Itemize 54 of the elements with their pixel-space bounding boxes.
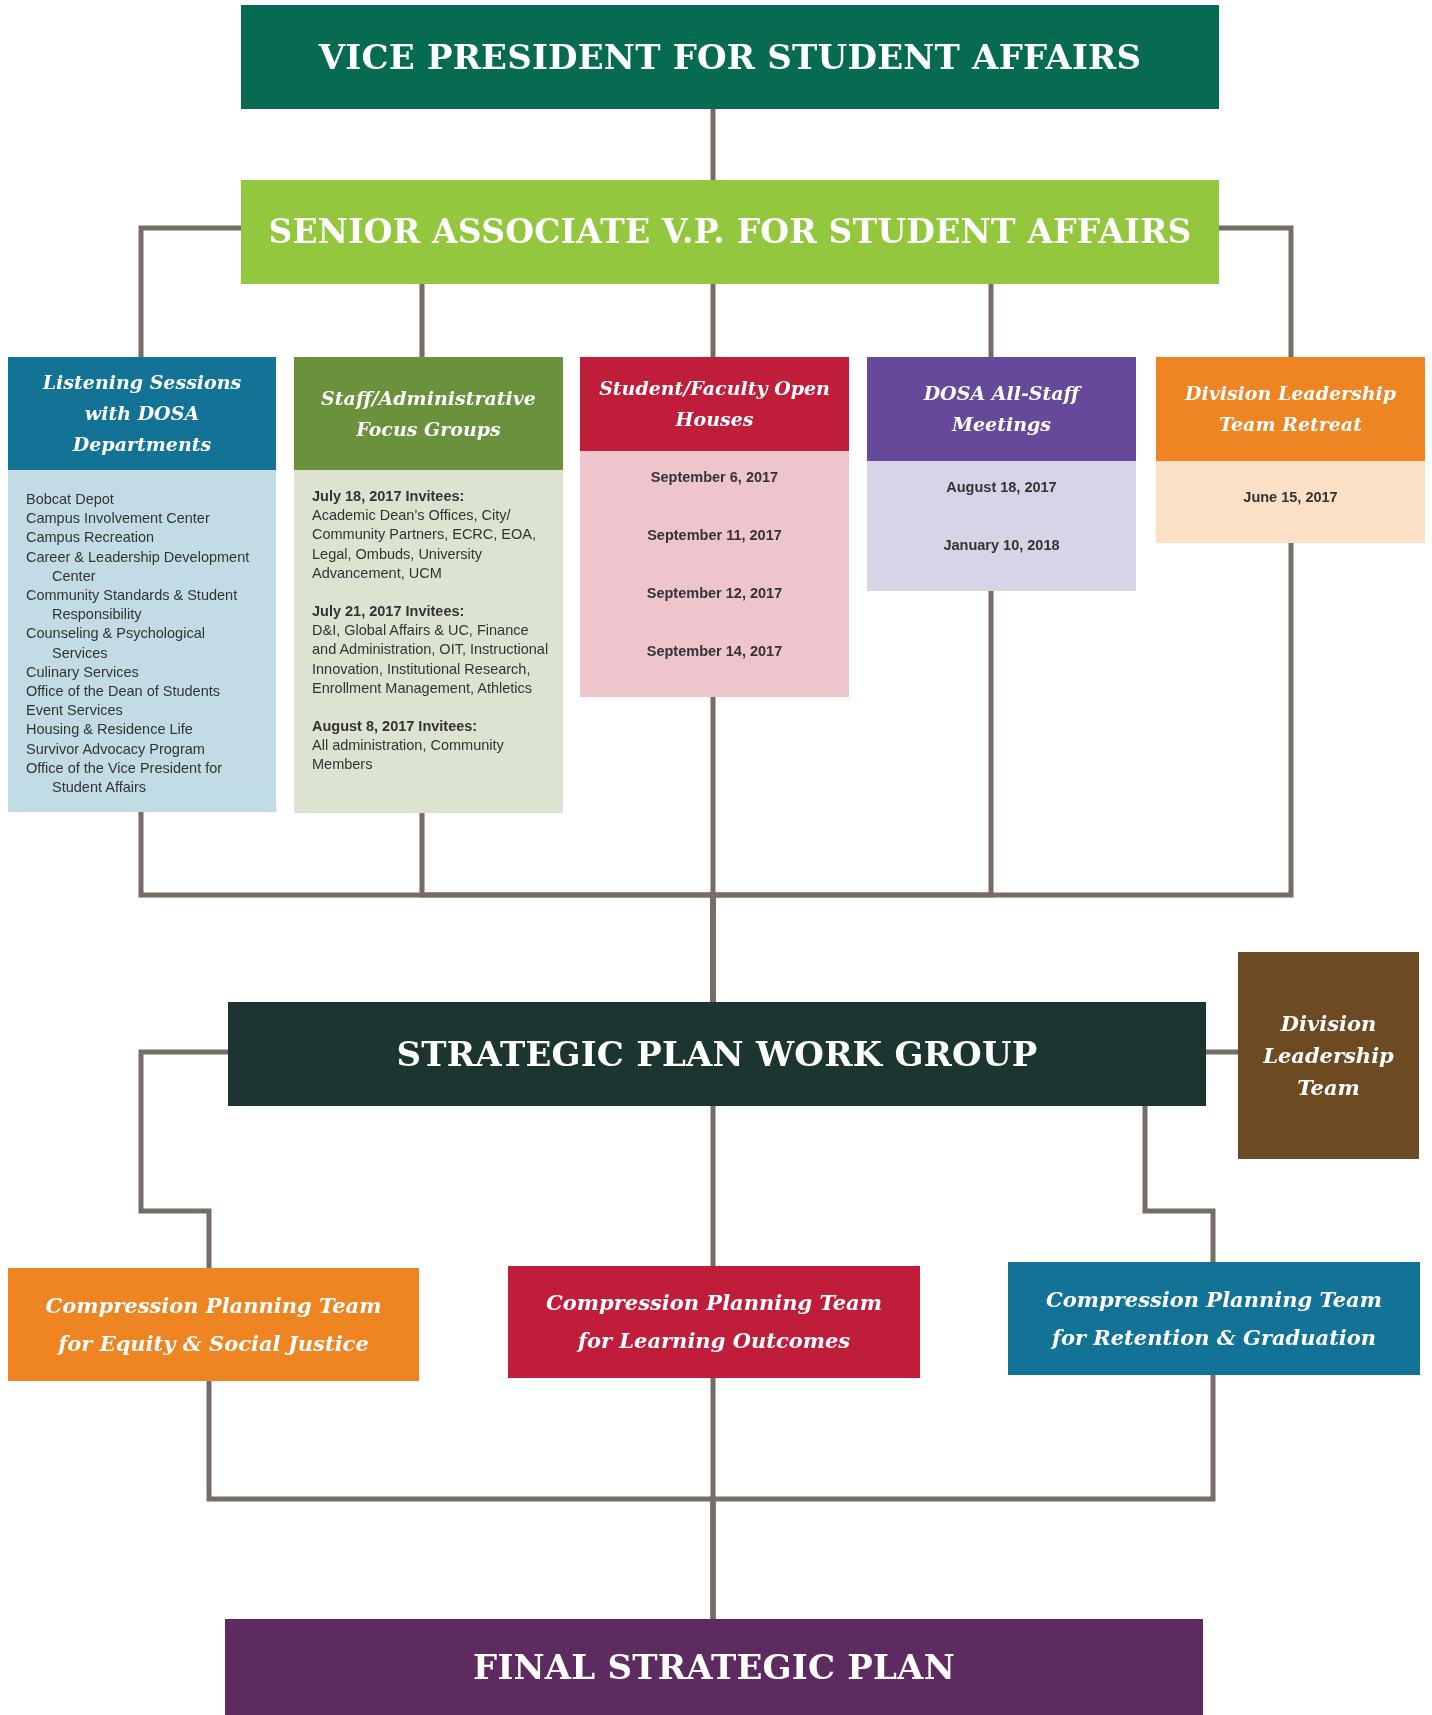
connector-line [138,1049,228,1268]
box-title: VICE PRESIDENT FOR STUDENT AFFAIRS [318,36,1142,78]
event-date: September 6, 2017 [649,468,780,487]
event-date: June 15, 2017 [1242,488,1339,507]
department-name: Housing & Residence Life [26,720,194,740]
department-name: Counseling & Psychological Services [26,624,206,663]
event-date: January 10, 2018 [942,536,1061,555]
box-title: Compression Planning Team for Retention & Graduation [1045,1285,1383,1352]
column-header: Division Leadership Team Retreat [1156,357,1425,461]
event-date: September 12, 2017 [645,584,784,603]
box-title: SENIOR ASSOCIATE V.P. FOR STUDENT AFFAIRS [268,212,1192,252]
column-header: Listening Sessions with DOSA Departments [8,357,276,470]
department-name: Culinary Services [26,662,140,682]
connector-line [1142,1106,1216,1262]
department-name: Survivor Advocacy Program [26,739,206,759]
department-name: Campus Involvement Center [26,509,211,529]
box-title: Compression Planning Team for Learning Outcomes [545,1289,883,1355]
connector-line [419,284,425,357]
department-name: Office of the Dean of Students [26,682,221,702]
column-header: Staff/Administrative Focus Groups [294,357,563,470]
event-date: September 14, 2017 [645,642,784,661]
box-title: Division Leadership Team [1262,1009,1395,1102]
team-box [508,1266,920,1378]
connector-line [710,1106,716,1266]
connector-line [1219,225,1294,357]
event-date: September 11, 2017 [646,526,783,545]
box-title: Compression Planning Team for Equity & Social Justice [44,1291,383,1358]
connector-line [138,225,241,357]
connector-line [1206,1049,1238,1055]
team-box [8,1268,419,1381]
department-name: Event Services [26,701,124,721]
invitee-list: August 8, 2017 Invitees: All administration, Community Members [312,717,551,775]
connector-line [988,284,994,357]
event-date: August 18, 2017 [945,478,1058,497]
connector-line [710,1375,1216,1619]
box-title: FINAL STRATEGIC PLAN [473,1646,955,1688]
department-name: Bobcat Depot [26,490,115,509]
column-header: DOSA All-Staff Meetings [867,357,1136,461]
department-name: Career & Leadership Development Center [26,547,251,586]
department-name: Campus Recreation [26,528,156,548]
title-box [228,1002,1206,1106]
title-box [241,5,1219,109]
department-name: Office of the Vice President for Student Affairs [26,758,224,798]
title-box [241,180,1219,284]
invitee-list: July 18, 2017 Invitees: Academic Dean’s Offices, City/ Community Partners, ECRC, EOA, Legal, Ombuds, University Advancement, UCM [312,487,551,583]
title-box [225,1619,1203,1715]
connector-line [710,109,716,180]
department-name: Community Standards & Student Responsibility [26,586,239,625]
connector-line [710,284,716,357]
team-box [1238,952,1419,1159]
column-header: Student/Faculty Open Houses [580,357,849,451]
box-title: STRATEGIC PLAN WORK GROUP [396,1033,1038,1075]
invitee-list: July 21, 2017 Invitees: D&I, Global Affairs & UC, Finance and Administration, OIT, Instructional Innovation, Institutional Research, Enrollment Management, Athletics [312,602,551,699]
team-box [1008,1262,1420,1375]
